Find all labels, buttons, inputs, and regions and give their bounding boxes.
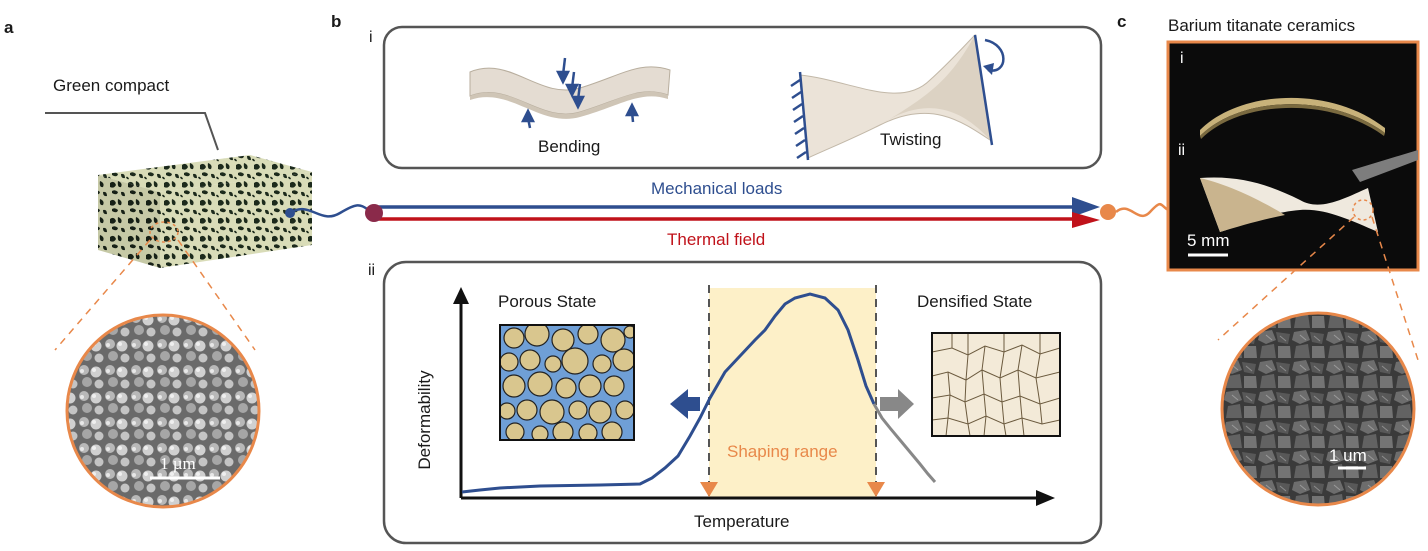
sem-image-c	[1220, 311, 1416, 507]
sem-scalebar-c-label: 1 um	[1329, 446, 1367, 465]
panel-b-letter: b	[331, 12, 342, 31]
green-compact-block	[98, 155, 312, 268]
bent-ceramic	[1200, 97, 1385, 136]
zoom-region-a	[149, 221, 179, 243]
zoom-line-c-left	[1217, 216, 1355, 341]
panel-c-i-label: i	[1180, 50, 1184, 67]
green-compact-label: Green compact	[53, 76, 170, 95]
to-porous-arrow	[670, 389, 700, 419]
ceramic-connector	[1115, 203, 1169, 218]
bending-label: Bending	[538, 137, 601, 156]
tweezers	[1352, 150, 1418, 182]
panel-c-letter: c	[1117, 12, 1127, 31]
shaping-end-marker	[867, 482, 885, 497]
deformability-curve	[461, 292, 876, 494]
densified-state-label: Densified State	[917, 292, 1033, 311]
sem-image-a	[65, 313, 261, 509]
green-compact-leader	[45, 112, 219, 151]
twisted-ceramic-shade	[1200, 178, 1285, 232]
dense-microstructure	[932, 333, 1060, 436]
load-origin-node	[365, 204, 383, 222]
scalebar-a-label: 1 µm	[160, 454, 196, 473]
zoom-region-c	[1352, 199, 1374, 221]
y-axis-arrow	[453, 287, 469, 304]
zoom-line-a-left	[54, 239, 151, 351]
photo-scalebar-label: 5 mm	[1187, 231, 1230, 250]
panel-c-ii-label: ii	[1178, 142, 1186, 159]
y-axis-label: Deformability	[415, 370, 434, 470]
x-axis-arrow	[1036, 490, 1055, 506]
compact-connector	[289, 204, 373, 218]
load-end-node	[1100, 204, 1116, 220]
mechanical-arrow-head	[1072, 197, 1100, 217]
panel-b-i-frame	[382, 25, 1103, 170]
bent-ceramic-edge	[1200, 104, 1385, 139]
porous-frame	[499, 324, 635, 441]
twist-arrow-head	[983, 63, 994, 75]
zoom-line-a-right	[177, 239, 256, 351]
porous-microstructure	[500, 325, 634, 440]
x-axis-label: Temperature	[694, 512, 790, 531]
to-densified-arrow	[880, 389, 914, 419]
compact-node	[285, 208, 295, 218]
panel-a-letter: a	[4, 18, 14, 37]
panel-b-i-label: i	[369, 29, 373, 46]
thermal-arrow-head	[1072, 212, 1100, 228]
twisting-constraint	[790, 34, 1005, 161]
mechanical-loads-label: Mechanical loads	[651, 179, 783, 198]
shaping-start-marker	[700, 482, 718, 497]
dense-frame	[931, 332, 1061, 437]
ceramics-title: Barium titanate ceramics	[1168, 16, 1356, 35]
twisting-label: Twisting	[880, 130, 942, 149]
shaping-range-label: Shaping range	[727, 442, 838, 461]
thermal-field-label: Thermal field	[667, 230, 766, 249]
panel-b-ii-frame	[382, 260, 1103, 545]
panel-b-ii-label: ii	[368, 262, 376, 279]
shaping-range-area	[709, 288, 876, 498]
bending-arrows	[520, 57, 640, 129]
deformability-curve-tail	[872, 403, 937, 483]
porous-state-label: Porous State	[498, 292, 597, 311]
